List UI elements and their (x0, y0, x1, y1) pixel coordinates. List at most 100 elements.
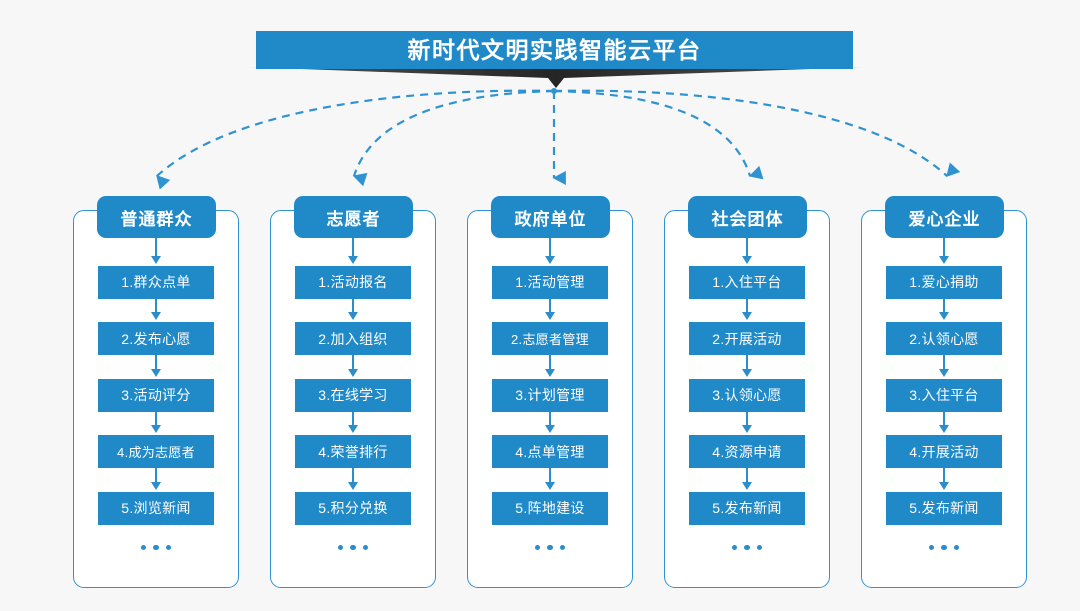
role-header-3[interactable]: 政府单位 (491, 196, 610, 238)
arrow-down-icon (151, 368, 161, 377)
step-item[interactable]: 5.发布新闻 (689, 491, 805, 525)
step-item[interactable]: 2.发布心愿 (98, 322, 214, 355)
connector-stem (155, 468, 157, 482)
arrow-down-icon (348, 481, 358, 490)
step-item-label: 3.在线学习 (318, 387, 388, 403)
step-item[interactable]: 4.资源申请 (689, 435, 805, 468)
step-item-label: 2.认领心愿 (909, 330, 979, 347)
step-item-label: 5.浏览新闻 (121, 500, 191, 516)
step-item[interactable]: 3.认领心愿 (689, 378, 805, 412)
connector-hub (551, 88, 557, 94)
role-header-2[interactable]: 志愿者 (294, 196, 413, 238)
more-items-ellipsis (731, 544, 763, 550)
step-item[interactable]: 5.浏览新闻 (98, 491, 214, 525)
more-items-ellipsis (140, 544, 172, 550)
connector-stem (943, 411, 945, 426)
role-step-list: 1.群众点单 2.发布心愿 3.活动评分 4.成为志愿者 5.浏览新闻 (73, 238, 239, 550)
role-header-5[interactable]: 爱心企业 (885, 196, 1004, 238)
step-item[interactable]: 3.入住平台 (886, 378, 1002, 412)
arrow-down-icon (348, 368, 358, 377)
role-step-list: 1.活动报名 2.加入组织 3.在线学习 4.荣誉排行 5.积分兑换 (270, 238, 436, 550)
role-header-1[interactable]: 普通群众 (97, 196, 216, 238)
step-item-label: 1.活动管理 (515, 274, 585, 290)
role-header-label: 爱心企业 (908, 209, 981, 229)
arrow-down-icon (151, 312, 161, 320)
connector-stem (155, 355, 157, 369)
title-ribbon-shadow (246, 67, 866, 88)
ellipsis-dot (350, 544, 356, 550)
ellipsis-dot (362, 544, 369, 550)
connector-stem (943, 355, 945, 369)
arrow-down-icon (545, 425, 555, 433)
arrow-down-icon (939, 255, 949, 264)
step-item[interactable]: 2.开展活动 (689, 322, 805, 355)
step-item[interactable]: 1.爱心捐助 (886, 265, 1002, 299)
step-item[interactable]: 4.开展活动 (886, 435, 1002, 468)
connector-stem (549, 355, 551, 369)
connector-stem (352, 238, 354, 256)
step-item-label: 3.活动评分 (121, 387, 191, 403)
ellipsis-dot (731, 544, 738, 550)
step-item[interactable]: 1.入住平台 (689, 265, 805, 299)
step-item-label: 4.点单管理 (515, 443, 585, 460)
connector-stem (155, 411, 157, 426)
step-item[interactable]: 4.荣誉排行 (295, 435, 411, 468)
role-header-4[interactable]: 社会团体 (688, 196, 807, 238)
step-item-label: 2.开展活动 (712, 330, 782, 347)
connector-to-col-5 (553, 89, 961, 177)
step-item[interactable]: 5.积分兑换 (295, 491, 411, 525)
connector-stem (155, 238, 157, 256)
arrow-down-icon (939, 425, 949, 433)
step-item[interactable]: 5.阵地建设 (492, 491, 608, 525)
step-item-label: 5.阵地建设 (515, 500, 585, 516)
step-item[interactable]: 3.活动评分 (98, 378, 214, 412)
step-item-label: 1.爱心捐助 (909, 274, 979, 290)
step-item[interactable]: 1.群众点单 (98, 265, 214, 299)
arrow-down-icon (742, 255, 752, 264)
step-item-label: 2.发布心愿 (121, 330, 191, 347)
step-item[interactable]: 5.发布新闻 (886, 491, 1002, 525)
step-item-label: 2.加入组织 (318, 330, 388, 347)
connector-stem (746, 411, 748, 426)
arrow-down-icon (742, 312, 752, 320)
connector-stem (549, 298, 551, 313)
step-item[interactable]: 2.志愿者管理 (492, 322, 608, 355)
ellipsis-dot (559, 544, 566, 550)
ellipsis-dot (140, 544, 147, 550)
step-item[interactable]: 1.活动管理 (492, 265, 608, 299)
arrow-down-icon (151, 255, 161, 264)
step-item[interactable]: 4.点单管理 (492, 435, 608, 468)
connector-stem (352, 298, 354, 313)
platform-title-bar: 新时代文明实践智能云平台 (256, 31, 853, 69)
ellipsis-dot (534, 544, 541, 550)
step-item-label: 5.发布新闻 (909, 500, 979, 516)
step-item[interactable]: 1.活动报名 (295, 265, 411, 299)
connector-stem (155, 298, 157, 313)
step-item[interactable]: 2.加入组织 (295, 322, 411, 355)
step-item[interactable]: 2.认领心愿 (886, 322, 1002, 355)
arrow-down-icon (545, 312, 555, 320)
step-item-label: 2.志愿者管理 (511, 332, 589, 347)
step-item[interactable]: 3.在线学习 (295, 378, 411, 412)
step-item[interactable]: 3.计划管理 (492, 378, 608, 412)
arrow-down-icon (151, 481, 161, 490)
ellipsis-dot (153, 544, 159, 550)
arrow-down-icon (545, 368, 555, 377)
arrow-down-icon (348, 312, 358, 320)
connector-stem (943, 238, 945, 256)
arrow-down-icon (939, 368, 949, 377)
connector-to-col-2 (352, 89, 555, 187)
page-title: 新时代文明实践智能云平台 (407, 36, 702, 63)
ellipsis-dot (337, 544, 344, 550)
step-item-label: 3.计划管理 (515, 387, 585, 403)
step-item[interactable]: 4.成为志愿者 (98, 435, 214, 468)
arrow-down-icon (151, 425, 161, 433)
step-item-label: 4.成为志愿者 (117, 445, 195, 460)
connector-stem (746, 355, 748, 369)
connector-to-col-4 (553, 89, 764, 180)
role-step-list: 1.入住平台 2.开展活动 3.认领心愿 4.资源申请 5.发布新闻 (664, 238, 830, 550)
connector-stem (746, 238, 748, 256)
arrow-down-icon (545, 255, 555, 264)
arrow-down-icon (348, 255, 358, 264)
ellipsis-dot (547, 544, 553, 550)
